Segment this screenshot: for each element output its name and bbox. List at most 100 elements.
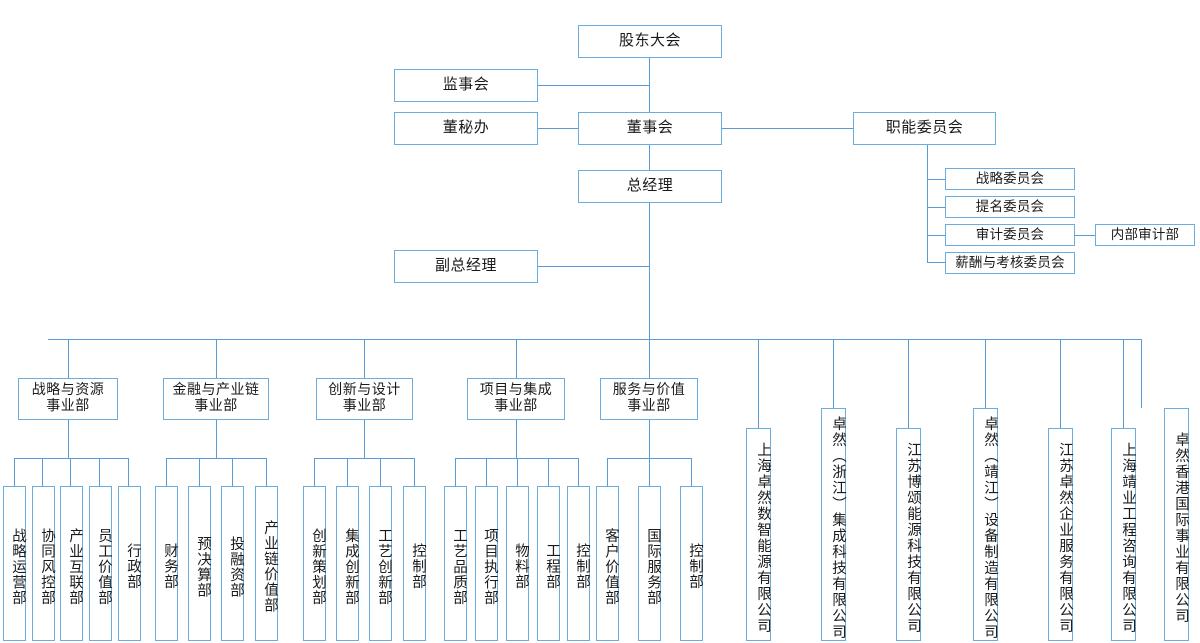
box-supervisory-board[interactable]: 监事会 <box>394 69 538 102</box>
connector-deputy-to-spine <box>537 266 650 267</box>
drop-to-subsidiary-7 <box>1141 339 1142 408</box>
connector-division-5-leg-3 <box>691 458 692 486</box>
connector-division-2-stem <box>216 420 217 458</box>
connector-division-1-stem <box>68 420 69 458</box>
box-subsidiary-zhuoran-hongkong-international[interactable]: 卓然香港国际事业有限公司 <box>1164 408 1189 641</box>
connector-division-4-stem <box>516 420 517 458</box>
box-division-innovation-design[interactable]: 创新与设计 事业部 <box>316 378 413 420</box>
box-department-customer-value[interactable]: 客户价值部 <box>596 486 619 641</box>
box-department-control-project[interactable]: 控制部 <box>567 486 590 641</box>
box-committee-remuneration-appraisal[interactable]: 薪酬与考核委员会 <box>945 252 1075 274</box>
box-department-materials[interactable]: 物料部 <box>506 486 529 641</box>
box-internal-audit-department[interactable]: 内部审计部 <box>1095 224 1195 246</box>
main-distribution-bus <box>48 339 1141 340</box>
drop-to-subsidiary-5 <box>1060 339 1061 428</box>
box-department-budget-settlement[interactable]: 预决算部 <box>188 486 211 641</box>
connector-division-4-leg-1 <box>455 458 456 486</box>
box-board-secretary-office[interactable]: 董秘办 <box>394 112 538 145</box>
connector-division-4-leg-5 <box>578 458 579 486</box>
box-subsidiary-jiangsu-zhuoran-enterprise-service[interactable]: 江苏卓然企业服务有限公司 <box>1048 428 1073 641</box>
box-shareholders-meeting[interactable]: 股东大会 <box>578 25 722 58</box>
box-subsidiary-shanghai-zhuoran-shuzhi[interactable]: 上海卓然数智能源有限公司 <box>746 428 771 641</box>
connector-division-1-leg-3 <box>70 458 71 486</box>
connector-shareholders-to-board <box>649 57 650 112</box>
box-department-process-innovation[interactable]: 工艺创新部 <box>369 486 392 641</box>
box-subsidiary-jiangsu-bosong-energy[interactable]: 江苏博颂能源科技有限公司 <box>896 428 921 641</box>
box-department-finance[interactable]: 财务部 <box>155 486 178 641</box>
connector-committee-stub-4 <box>927 262 945 263</box>
box-department-process-quality[interactable]: 工艺品质部 <box>444 486 467 641</box>
connector-division-1-leg-2 <box>42 458 43 486</box>
box-division-strategy-resources[interactable]: 战略与资源 事业部 <box>18 378 118 420</box>
connector-division-1-leg-4 <box>99 458 100 486</box>
connector-committee-stub-3 <box>927 235 945 236</box>
connector-secretary-to-board <box>537 128 579 129</box>
connector-division-3-leg-4 <box>414 458 415 486</box>
connector-division-5-leg-2 <box>649 458 650 486</box>
box-department-industrychain-value[interactable]: 产业链价值部 <box>255 486 278 641</box>
box-subsidiary-shanghai-jingye-engineering-consulting[interactable]: 上海靖业工程咨询有限公司 <box>1111 428 1136 641</box>
drop-to-subsidiary-1 <box>758 339 759 428</box>
box-department-investment-financing[interactable]: 投融资部 <box>221 486 244 641</box>
connector-audit-to-internal-audit <box>1075 235 1095 236</box>
drop-to-division-3 <box>364 339 365 378</box>
box-department-international-service[interactable]: 国际服务部 <box>638 486 661 641</box>
connector-division-5-stem <box>649 420 650 458</box>
connector-division-4-bar <box>455 458 578 459</box>
box-department-industry-interconnect[interactable]: 产业互联部 <box>60 486 83 641</box>
box-committee-audit[interactable]: 审计委员会 <box>945 224 1075 246</box>
connector-division-4-leg-2 <box>486 458 487 486</box>
box-general-manager[interactable]: 总经理 <box>578 170 722 203</box>
connector-division-3-leg-1 <box>314 458 315 486</box>
box-department-collaborative-risk-control[interactable]: 协同风控部 <box>32 486 55 641</box>
box-department-employee-value[interactable]: 员工价值部 <box>89 486 112 641</box>
box-department-control-service[interactable]: 控制部 <box>680 486 703 641</box>
connector-division-2-bar <box>166 458 266 459</box>
box-department-project-execution[interactable]: 项目执行部 <box>475 486 498 641</box>
drop-to-subsidiary-3 <box>908 339 909 428</box>
box-department-strategy-operations[interactable]: 战略运营部 <box>3 486 26 641</box>
box-division-project-integration[interactable]: 项目与集成 事业部 <box>467 378 565 420</box>
connector-division-2-leg-4 <box>266 458 267 486</box>
connector-division-4-leg-4 <box>548 458 549 486</box>
connector-division-1-bar <box>14 458 129 459</box>
box-department-administration[interactable]: 行政部 <box>118 486 141 641</box>
connector-division-1-leg-1 <box>14 458 15 486</box>
box-committee-nomination[interactable]: 提名委员会 <box>945 196 1075 218</box>
connector-board-to-gm <box>649 144 650 171</box>
connector-committee-stub-2 <box>927 207 945 208</box>
box-department-innovation-planning[interactable]: 创新策划部 <box>303 486 326 641</box>
box-committee-strategy[interactable]: 战略委员会 <box>945 168 1075 190</box>
connector-division-2-leg-2 <box>199 458 200 486</box>
connector-committee-rail <box>927 145 928 263</box>
box-board-of-directors[interactable]: 董事会 <box>578 112 722 145</box>
box-subsidiary-zhuoran-jingjiang-equipment[interactable]: 卓然（靖江）设备制造有限公司 <box>973 408 998 641</box>
drop-to-subsidiary-4 <box>985 339 986 408</box>
box-department-engineering[interactable]: 工程部 <box>537 486 560 641</box>
box-division-service-value[interactable]: 服务与价值 事业部 <box>600 378 698 420</box>
connector-division-2-leg-3 <box>232 458 233 486</box>
connector-gm-to-bus <box>649 203 650 340</box>
drop-to-subsidiary-2 <box>833 339 834 408</box>
connector-division-5-leg-1 <box>607 458 608 486</box>
box-functional-committees[interactable]: 职能委员会 <box>853 112 996 145</box>
drop-to-subsidiary-6 <box>1123 339 1124 428</box>
connector-division-4-leg-3 <box>517 458 518 486</box>
box-department-integrated-innovation[interactable]: 集成创新部 <box>336 486 359 641</box>
connector-division-3-leg-3 <box>380 458 381 486</box>
drop-to-division-5 <box>649 339 650 378</box>
box-division-finance-industrychain[interactable]: 金融与产业链 事业部 <box>163 378 269 420</box>
box-department-control-innovation[interactable]: 控制部 <box>403 486 426 641</box>
connector-division-2-leg-1 <box>166 458 167 486</box>
connector-division-3-leg-2 <box>347 458 348 486</box>
connector-board-to-committees <box>722 128 853 129</box>
connector-division-3-stem <box>364 420 365 458</box>
drop-to-division-4 <box>516 339 517 378</box>
box-subsidiary-zhuoran-zhejiang-integration[interactable]: 卓然（浙江）集成科技有限公司 <box>821 408 846 641</box>
box-deputy-general-manager[interactable]: 副总经理 <box>394 250 538 283</box>
drop-to-division-2 <box>216 339 217 378</box>
connector-committee-stub-1 <box>927 179 945 180</box>
connector-division-3-bar <box>314 458 414 459</box>
connector-supervisory-to-spine <box>537 85 650 86</box>
